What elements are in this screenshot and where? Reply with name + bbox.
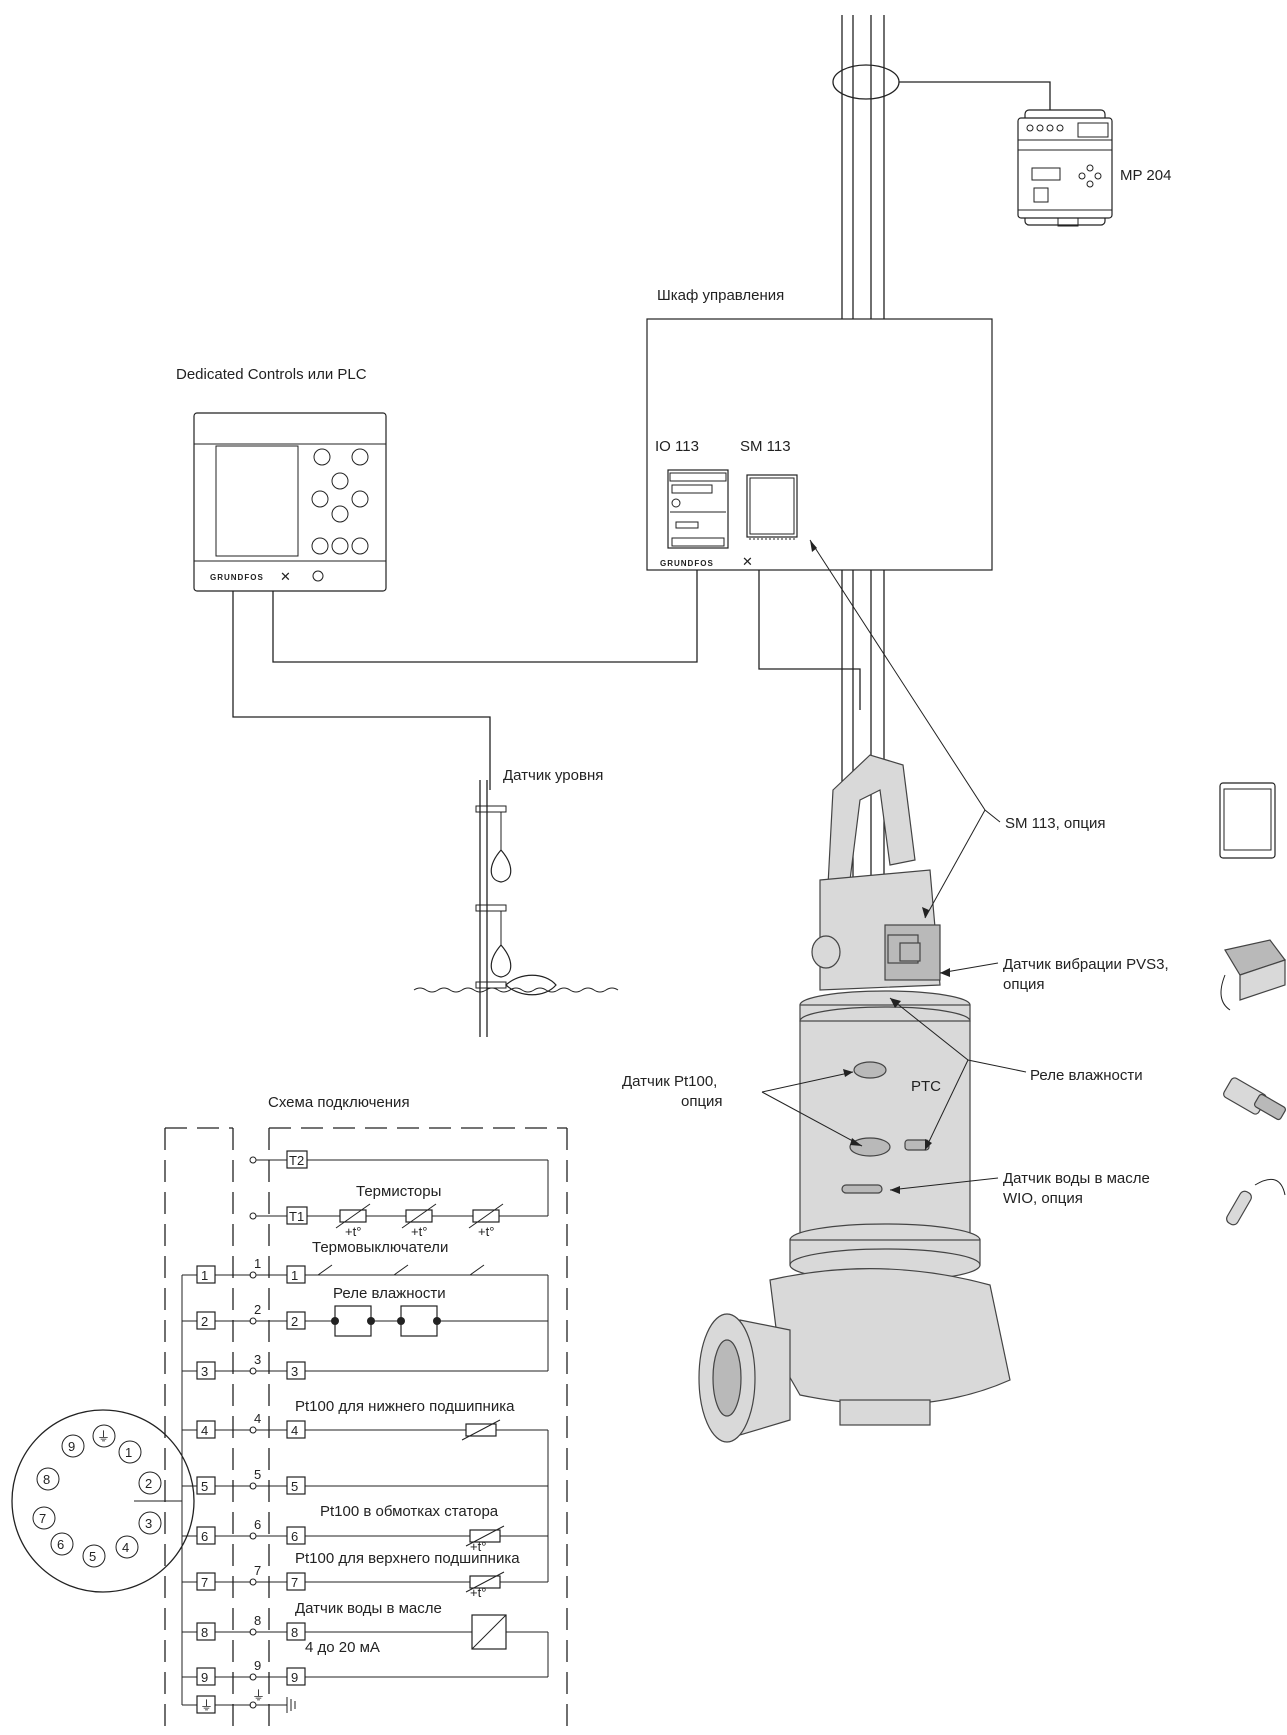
connector-pin-4: 4 (122, 1540, 129, 1555)
connector-pin-1: 1 (125, 1445, 132, 1460)
sm113-module (747, 475, 797, 539)
terminal-mid-5: 5 (254, 1467, 261, 1482)
terminal-mid-4: 4 (254, 1411, 261, 1426)
plc-logo-icon: ✕ (280, 569, 291, 584)
current-range-label: 4 до 20 мА (305, 1639, 380, 1656)
pt100-label-2: опция (681, 1093, 723, 1110)
wio-label-2: WIO, опция (1003, 1190, 1083, 1207)
terminal-left-9: 9 (201, 1670, 208, 1685)
vibration-label-2: опция (1003, 976, 1045, 993)
terminal-right-5: 5 (291, 1479, 298, 1494)
connector-pin-3: 3 (145, 1516, 152, 1531)
terminal-mid-7: 7 (254, 1563, 261, 1578)
grundfos-logo-icon: ✕ (742, 554, 753, 569)
terminal-mid-2: 2 (254, 1302, 261, 1317)
terminal-mid-3: 3 (254, 1352, 261, 1367)
moisture-relay-icon (1222, 1076, 1286, 1120)
temp-symbol-stator: +t° (470, 1539, 486, 1554)
connector-pin-5: 5 (89, 1549, 96, 1564)
ground-mid-icon: ⏚ (252, 1688, 265, 1703)
wio-sensor-icon (1225, 1179, 1285, 1226)
terminal-right-6: 6 (291, 1529, 298, 1544)
thermal-switches-label: Термовыключатели (312, 1239, 448, 1256)
pt100-lower-label: Pt100 для нижнего подшипника (295, 1398, 515, 1415)
terminal-right-9: 9 (291, 1670, 298, 1685)
connector-pin-7: 7 (39, 1511, 46, 1526)
water-in-oil-label: Датчик воды в масле (295, 1600, 442, 1617)
t2-label: T2 (289, 1153, 304, 1168)
dedicated-label: Dedicated Controls или PLC (176, 366, 367, 383)
vibration-label-1: Датчик вибрации PVS3, (1003, 956, 1169, 973)
pump (699, 755, 1010, 1442)
vibration-sensor-icon (1221, 940, 1285, 1010)
connector-pin-8: 8 (43, 1472, 50, 1487)
plc-device (194, 413, 386, 591)
cabinet-brand: GRUNDFOS (660, 559, 714, 568)
thermistors-label: Термисторы (356, 1183, 441, 1200)
pt100-upper-label: Pt100 для верхнего подшипника (295, 1550, 520, 1567)
connector-pin-6: 6 (57, 1537, 64, 1552)
cabinet-pump-wire (759, 570, 860, 710)
terminal-left-1: 1 (201, 1268, 208, 1283)
temp-symbol-upper: +t° (470, 1585, 486, 1600)
moisture-relay-label: Реле влажности (1030, 1067, 1143, 1084)
terminal-left-7: 7 (201, 1575, 208, 1590)
terminal-left-3: 3 (201, 1364, 208, 1379)
mp204-device (1018, 110, 1112, 226)
connector-pin-9: 9 (68, 1439, 75, 1454)
terminal-right-1: 1 (291, 1268, 298, 1283)
level-sensor-label: Датчик уровня (503, 767, 603, 784)
terminal-mid-1: 1 (254, 1256, 261, 1271)
ground-terminal-icon: ⏚ (200, 1698, 213, 1713)
temp-symbol-3: +t° (478, 1224, 494, 1239)
terminal-mid-6: 6 (254, 1517, 261, 1532)
temp-symbol-1: +t° (345, 1224, 361, 1239)
terminal-right-3: 3 (291, 1364, 298, 1379)
io113-module (668, 470, 728, 548)
terminal-left-5: 5 (201, 1479, 208, 1494)
terminal-left-8: 8 (201, 1625, 208, 1640)
cabinet-label: Шкаф управления (657, 287, 784, 304)
terminal-left-4: 4 (201, 1423, 208, 1438)
plc-brand: GRUNDFOS (210, 573, 264, 582)
terminal-right-7: 7 (291, 1575, 298, 1590)
wio-label-1: Датчик воды в масле (1003, 1170, 1150, 1187)
terminal-left-2: 2 (201, 1314, 208, 1329)
connector-ground-icon: ⏚ (97, 1429, 110, 1444)
sm113-label: SM 113 (740, 438, 791, 455)
mp204-label: MP 204 (1120, 167, 1171, 184)
terminal-right-2: 2 (291, 1314, 298, 1329)
pt100-label-1: Датчик Pt100, (622, 1073, 717, 1090)
io113-label: IO 113 (655, 438, 699, 455)
moisture-relay-wiring-label: Реле влажности (333, 1285, 446, 1302)
ptc-label: PTC (911, 1078, 941, 1095)
connector-pin-2: 2 (145, 1476, 152, 1491)
pt100-stator-label: Pt100 в обмотках статора (320, 1503, 499, 1520)
terminal-mid-8: 8 (254, 1613, 261, 1628)
sm113-option-icon (1220, 783, 1275, 858)
wiring-title: Схема подключения (268, 1094, 410, 1111)
level-sensor (414, 780, 618, 1037)
temp-symbol-2: +t° (411, 1224, 427, 1239)
terminal-mid-9: 9 (254, 1658, 261, 1673)
plc-level-wire (233, 591, 490, 790)
terminal-left-6: 6 (201, 1529, 208, 1544)
terminal-right-8: 8 (291, 1625, 298, 1640)
sm113-option-label: SM 113, опция (1005, 815, 1105, 832)
t1-label: T1 (289, 1209, 304, 1224)
terminal-right-4: 4 (291, 1423, 298, 1438)
